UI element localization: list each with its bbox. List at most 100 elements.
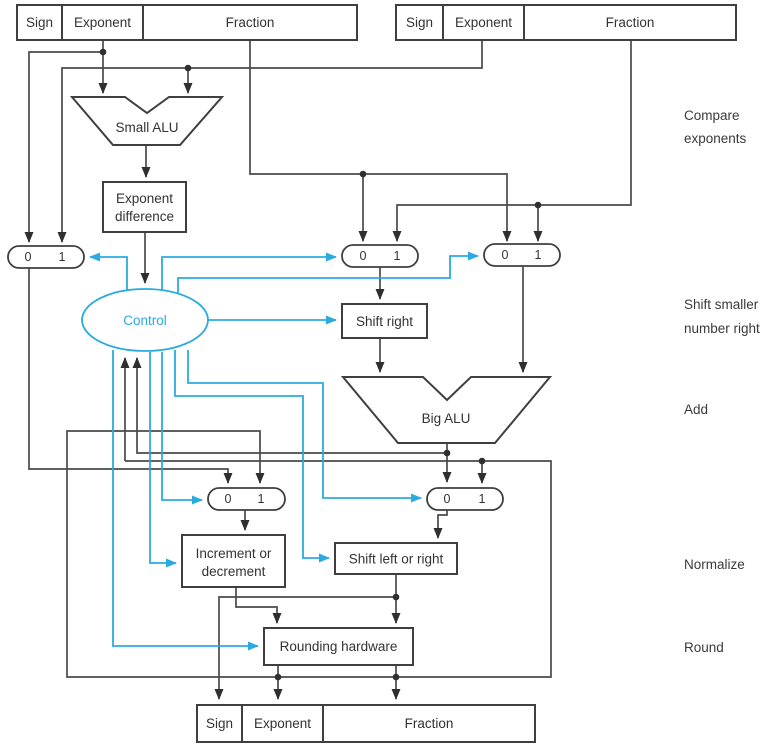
junction-dot [184,64,192,72]
frac-select-mux-2: 0 1 [483,243,561,267]
register-a-fraction-label: Fraction [226,15,275,30]
register-result: Sign Exponent Fraction [196,704,536,743]
register-b-sign-label: Sign [406,15,433,30]
register-result-box [196,704,536,743]
increment-decrement-label-1: Increment or [196,546,272,561]
register-a-sign-label: Sign [26,15,53,30]
stage-shift-line1: Shift smaller [684,297,759,312]
mux-shape [426,487,504,511]
shift-right-unit: Shift right [341,303,428,339]
black-wires [24,40,632,700]
mux-shape [7,245,85,269]
norm-exp-mux: 0 1 [207,487,286,511]
shift-right-label: Shift right [356,314,413,329]
junction-dot [359,170,367,178]
shift-right-box [341,303,428,339]
increment-decrement-label-2: decrement [202,564,266,579]
exp-select-mux: 0 1 [7,245,85,269]
ctrl-to-rounding [112,350,259,651]
big-alu-label: Big ALU [422,411,471,426]
small-alu: Small ALU [69,96,225,146]
big-alu: Big ALU [340,376,553,444]
wire-norm-mux2-out [433,510,448,539]
register-a-exponent-label: Exponent [74,15,131,30]
exponent-difference-label-2: difference [115,209,174,224]
exponent-difference-label-1: Exponent [116,191,173,206]
shift-left-right-label: Shift left or right [349,552,444,567]
register-result-fraction-label: Fraction [405,716,454,731]
small-alu-label: Small ALU [115,120,178,135]
register-operand-b: Sign Exponent Fraction [395,4,737,41]
junction-dot [392,673,400,681]
control-wires [89,251,479,651]
register-b-fraction-label: Fraction [606,15,655,30]
junction-dot [99,48,107,56]
junction-dot [534,201,542,209]
mux-input-0-label: 0 [360,249,367,263]
ctrl-sel-exp-mux [89,252,128,292]
mux-input-1-label: 1 [394,249,401,263]
register-result-sign-label: Sign [206,716,233,731]
wire-incdec-out [235,587,282,624]
ctrl-sel-frac-mux1 [161,252,337,292]
frac-select-mux-1: 0 1 [341,244,419,268]
wire-fracB-to-frac-mux1-1 [392,40,632,242]
stage-compare-line1: Compare [684,108,740,123]
junction-dot [478,457,486,465]
wire-result-to-control [132,357,447,454]
mux-input-0-label: 0 [502,248,509,262]
rounding-hardware-unit: Rounding hardware [263,627,414,666]
small-alu-shape [69,96,225,146]
mux-input-1-label: 1 [258,492,265,506]
junction-dot [392,593,400,601]
shift-left-right-unit: Shift left or right [334,542,458,575]
stage-add: Add [684,402,708,417]
ctrl-sel-norm-mux2 [187,350,422,503]
norm-frac-mux: 0 1 [426,487,504,511]
ctrl-sel-norm-mux1 [161,352,203,505]
register-result-exponent-label: Exponent [254,716,311,731]
register-b-box [395,4,737,41]
mux-input-0-label: 0 [444,492,451,506]
wire-sign-out [214,596,396,700]
mux-input-1-label: 1 [59,250,66,264]
junction-dot [274,673,282,681]
mux-shape [483,243,561,267]
junction-dots [99,48,542,681]
wire-exp-mux-out [28,268,233,484]
wire-round-feedback-loop [66,430,552,678]
stage-labels: Compare exponents Shift smaller number r… [684,108,760,655]
wire-expB-to-exp-mux-1 [57,40,483,243]
junction-dot [443,449,451,457]
mux-shape [207,487,286,511]
control-ellipse [81,288,209,352]
mux-shape [341,244,419,268]
control-label: Control [123,313,167,328]
stage-normalize: Normalize [684,557,745,572]
increment-decrement-unit: Increment or decrement [181,534,286,588]
shift-left-right-box [334,542,458,575]
mux-input-0-label: 0 [25,250,32,264]
stage-shift-line2: number right [684,321,760,336]
big-alu-shape [340,376,553,444]
mux-input-1-label: 1 [479,492,486,506]
rounding-hardware-box [263,627,414,666]
mux-input-0-label: 0 [225,492,232,506]
rounding-hardware-label: Rounding hardware [280,639,398,654]
mux-input-1-label: 1 [535,248,542,262]
register-operand-a: Sign Exponent Fraction [16,4,358,41]
exponent-difference-box [102,181,187,233]
register-a-box [16,4,358,41]
ctrl-to-incdec [149,352,177,568]
ctrl-sel-frac-mux2 [177,251,479,295]
increment-decrement-box [181,534,286,588]
register-b-exponent-label: Exponent [455,15,512,30]
stage-round: Round [684,640,724,655]
exponent-difference: Exponent difference [102,181,187,233]
control-unit: Control [81,288,209,352]
ctrl-to-shift-left-right [174,350,330,563]
stage-compare-line2: exponents [684,131,747,146]
wire-expA-to-exp-mux-0 [24,51,103,243]
